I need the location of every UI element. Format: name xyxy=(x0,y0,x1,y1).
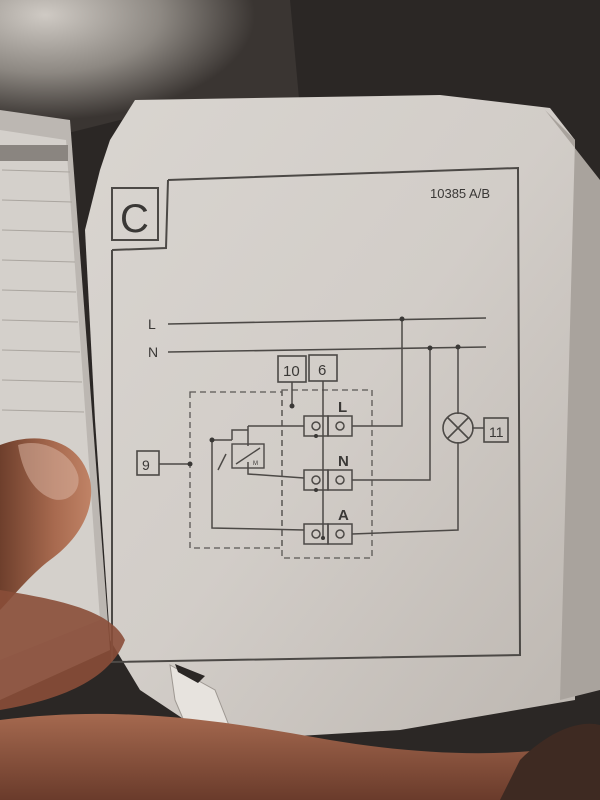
corner-notch xyxy=(111,179,169,251)
thumbnail xyxy=(18,443,79,500)
bottom-shadow xyxy=(500,723,600,800)
junction-dots xyxy=(187,316,461,540)
palm-shadow xyxy=(0,590,125,710)
box-10-label: 10 xyxy=(283,363,300,380)
line-N xyxy=(167,346,487,353)
terminal-box-11 xyxy=(483,417,509,443)
wiring xyxy=(159,319,484,538)
electronic-module xyxy=(231,443,265,469)
terminal-box-9 xyxy=(136,450,160,476)
diagram xyxy=(111,166,522,664)
terminal-A-label: A xyxy=(338,507,349,524)
line-N-label: N xyxy=(148,344,158,360)
terminal-N-label: N xyxy=(338,453,349,470)
lamp-symbol xyxy=(442,412,474,444)
paper-page xyxy=(85,95,575,740)
fingers-bottom xyxy=(0,713,600,800)
terminal-outline xyxy=(281,389,373,559)
terminal-L-label: L xyxy=(338,399,347,416)
model-code: 10385 A/B xyxy=(430,186,490,201)
box-11-label: 11 xyxy=(489,424,504,440)
paper-curl xyxy=(545,110,600,700)
module-tag: M xyxy=(253,461,258,467)
box-9-label: 9 xyxy=(142,457,150,473)
panel-letter: C xyxy=(120,197,149,241)
tear-shadow xyxy=(175,664,205,683)
line-L xyxy=(167,317,487,325)
outer-frame xyxy=(111,166,522,664)
panel-letter-box xyxy=(111,187,159,241)
box-6-label: 6 xyxy=(318,362,326,379)
line-L-label: L xyxy=(148,316,156,332)
